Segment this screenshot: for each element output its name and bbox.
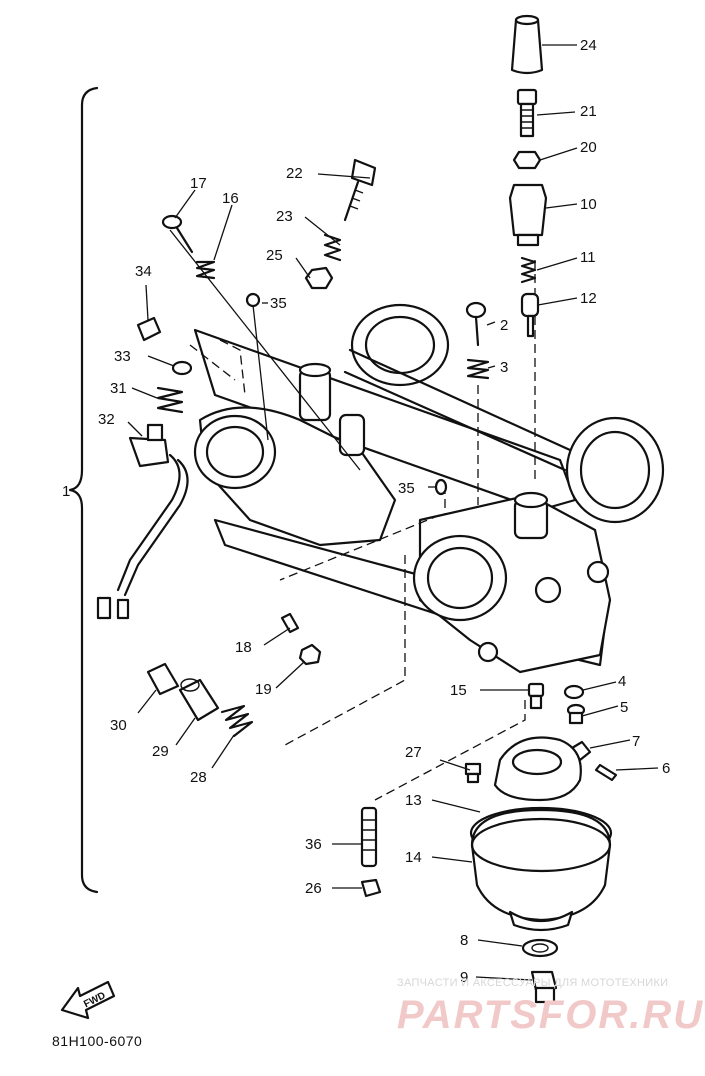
- callout-8: 8: [460, 932, 468, 949]
- callout-36: 36: [305, 836, 322, 853]
- callout-29: 29: [152, 743, 169, 760]
- part-8-gasket: [521, 938, 559, 958]
- leader-lines: [127, 44, 659, 981]
- part-14-float-bowl: [470, 808, 612, 932]
- part-22-screw: [343, 158, 377, 222]
- part-11-spring: [520, 256, 537, 284]
- part-28-spring: [220, 704, 254, 738]
- part-26-holder: [360, 878, 382, 898]
- callout-28: 28: [190, 769, 207, 786]
- part-5-screw: [566, 703, 586, 725]
- callout-25: 25: [266, 247, 283, 264]
- part-25-nut: [304, 266, 334, 290]
- callout-14: 14: [405, 849, 422, 866]
- assembly-dash-lines: [189, 260, 536, 801]
- reference-code: 81H100-6070: [52, 1033, 143, 1049]
- part-18-pin: [280, 612, 300, 634]
- part-21-adjuster: [516, 88, 538, 138]
- part-20-nut: [512, 150, 542, 170]
- part-35-lower: [434, 478, 448, 496]
- part-29: [178, 678, 220, 722]
- mounting-plate-top: [193, 328, 577, 512]
- fwd-arrow-icon: FWD: [60, 980, 116, 1020]
- part-6-pin: [594, 763, 618, 782]
- part-32-fitting: [96, 423, 189, 620]
- part-12-piston: [520, 292, 540, 338]
- watermark-brand: PARTSFOR.RU: [397, 993, 705, 1037]
- part-3-spring: [466, 358, 490, 380]
- callout-26: 26: [305, 880, 322, 897]
- callout-6: 6: [662, 760, 670, 777]
- callout-numbers: 1 2 3 4 5 6 7 8 9 10 11 12 13 14 15 16 1…: [62, 37, 670, 986]
- callout-1: 1: [62, 483, 70, 500]
- throttle-linkage: [343, 348, 572, 472]
- part-2-screw: [465, 301, 487, 347]
- callout-16: 16: [222, 190, 239, 207]
- part-17-screw: [161, 214, 194, 254]
- callout-2: 2: [500, 317, 508, 334]
- callout-33: 33: [114, 348, 131, 365]
- callout-18: 18: [235, 639, 252, 656]
- float-assembly: [493, 736, 582, 802]
- callout-34: 34: [135, 263, 152, 280]
- callout-17: 17: [190, 175, 207, 192]
- callout-5: 5: [620, 699, 628, 716]
- part-19-nut: [298, 643, 322, 666]
- part-31-spring: [156, 386, 184, 414]
- callout-35-upper: 35: [270, 295, 287, 312]
- part-15-jet: [527, 682, 545, 710]
- part-23-spring: [323, 233, 342, 262]
- callout-21: 21: [580, 103, 597, 120]
- callout-32: 32: [98, 411, 115, 428]
- callout-13: 13: [405, 792, 422, 809]
- callout-12: 12: [580, 290, 597, 307]
- part-34-cap: [136, 316, 162, 342]
- part-30: [146, 662, 180, 696]
- callout-19: 19: [255, 681, 272, 698]
- callout-10: 10: [580, 196, 597, 213]
- right-air-horn: [565, 416, 665, 524]
- watermark-tagline: ЗАПЧАСТИ И АКСЕССУАРЫ ДЛЯ МОТОТЕХНИКИ: [397, 977, 669, 989]
- part-36-pilot-jet: [360, 806, 378, 868]
- left-air-horn: [350, 303, 450, 387]
- callout-4: 4: [618, 673, 626, 690]
- part-33-washer: [171, 360, 193, 376]
- part-35-upper: [245, 292, 261, 308]
- right-carburetor-body: [412, 491, 612, 674]
- callout-23: 23: [276, 208, 293, 225]
- part-27-screw: [464, 762, 482, 784]
- callout-20: 20: [580, 139, 597, 156]
- callout-35-lower: 35: [398, 480, 415, 497]
- callout-31: 31: [110, 380, 127, 397]
- part-4-plug: [563, 684, 585, 700]
- callout-3: 3: [500, 359, 508, 376]
- callout-7: 7: [632, 733, 640, 750]
- callout-22: 22: [286, 165, 303, 182]
- part-24-cap: [510, 14, 544, 75]
- callout-15: 15: [450, 682, 467, 699]
- callout-27: 27: [405, 744, 422, 761]
- callout-9: 9: [460, 969, 468, 986]
- callout-24: 24: [580, 37, 597, 54]
- part-9-drain-plug: [530, 970, 558, 1004]
- assembly-bracket: [68, 86, 99, 894]
- part-16-spring: [195, 260, 216, 280]
- callout-30: 30: [110, 717, 127, 734]
- callout-11: 11: [580, 249, 596, 266]
- part-10-top: [508, 183, 548, 247]
